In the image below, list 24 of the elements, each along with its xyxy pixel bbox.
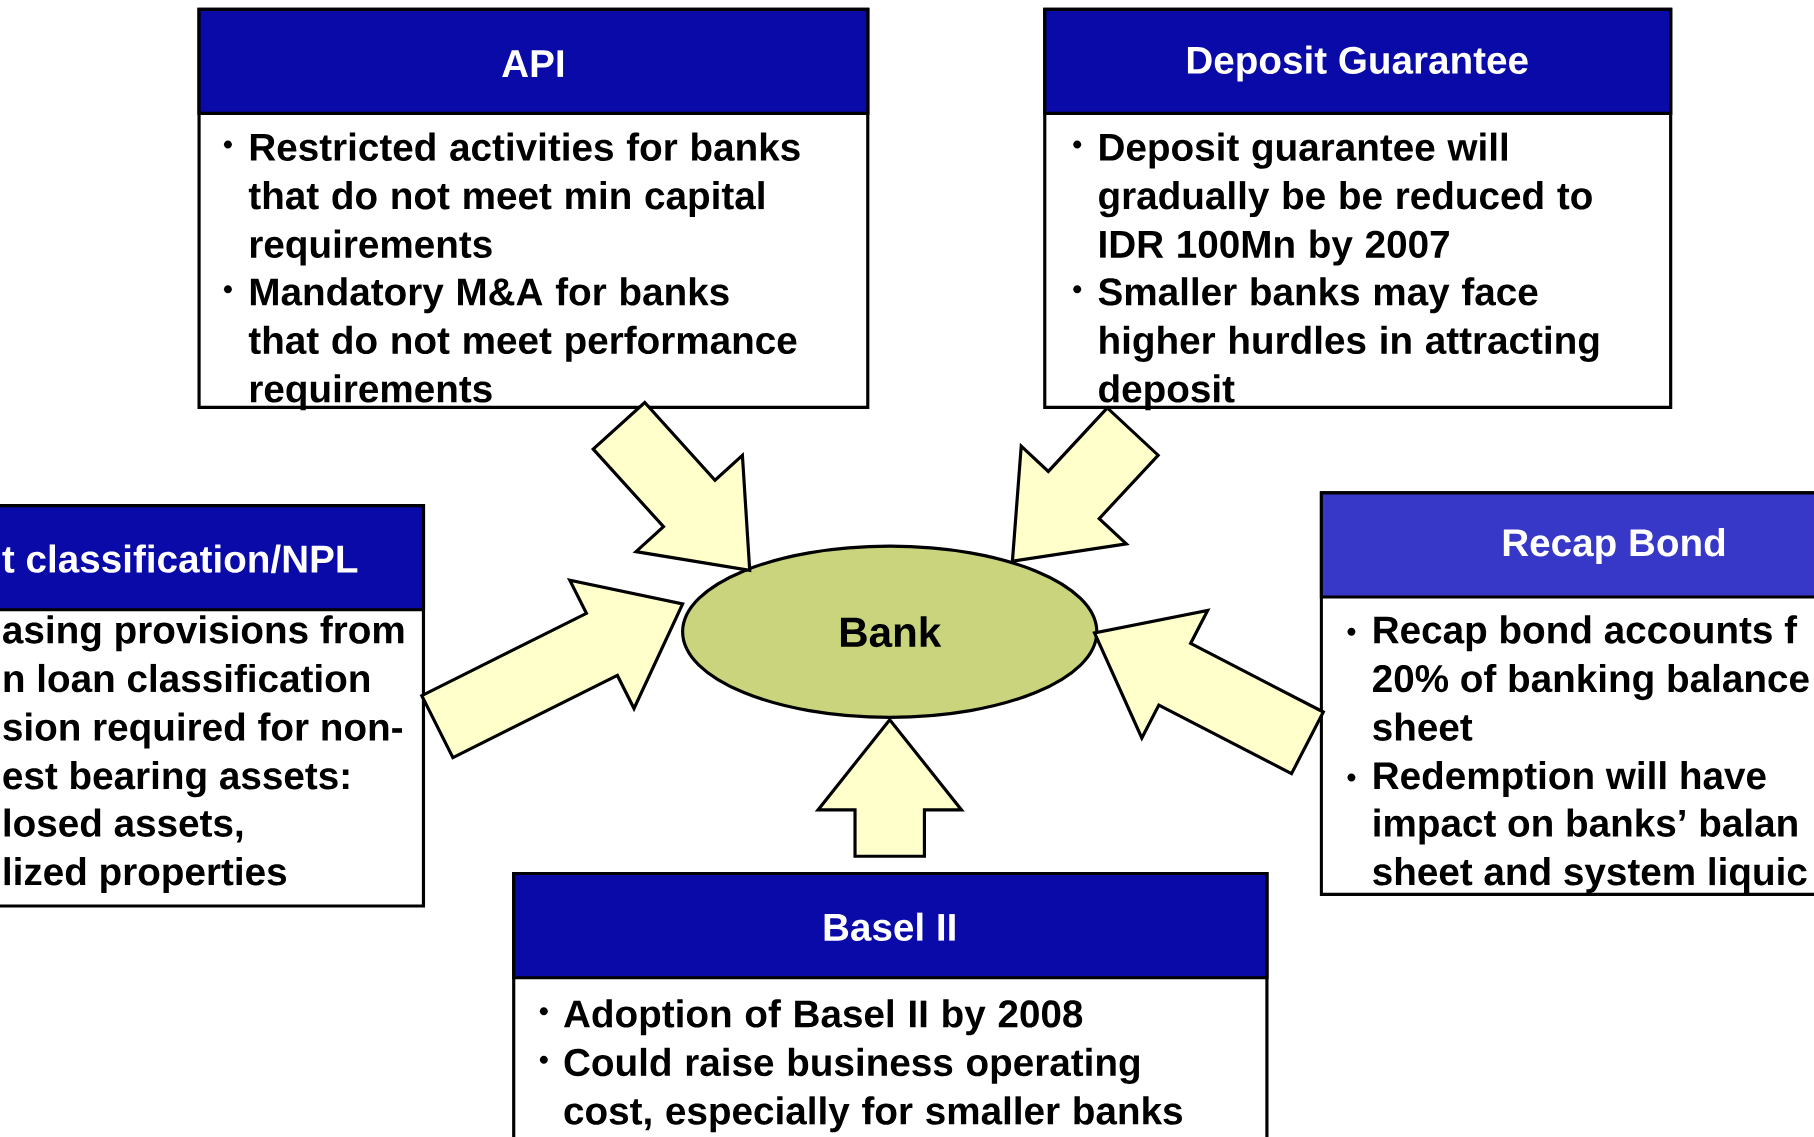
text-line: impact on banks’ balan (1374, 808, 1797, 845)
block-arrow (814, 717, 965, 858)
text-line: sheet and system liquic (1373, 857, 1807, 894)
bullet-item: Smaller banks may face higher hurdles in attracting deposit (1073, 277, 1599, 411)
box-header: API (197, 7, 870, 115)
box-header: Recap Bond (1319, 491, 1814, 599)
text-line: est bearing assets: (3, 761, 349, 798)
box-header: t classification/NPL (0, 504, 426, 612)
bullet-item: Mandatory M&A for banks that do not meet performance requirements (223, 277, 797, 411)
text-line: asing provisions from (3, 615, 404, 652)
text-line: lized properties (4, 857, 286, 894)
bullet-item: Redemption will have (1347, 761, 1766, 798)
text-line: losed assets, (4, 808, 243, 843)
box-header: Deposit Guarantee (1043, 7, 1673, 115)
text-line: sion required for non- (3, 712, 402, 749)
text-line: sheet (1373, 712, 1473, 741)
bullet-item: Adoption of Basel II by 2008 (539, 999, 1083, 1036)
box-header: Basel II (512, 871, 1269, 980)
bullet-item: Deposit guarantee will gradually be be reduced to IDR 100Mn by 2007 (1073, 132, 1592, 266)
text-line: n loan classification (4, 663, 370, 693)
bullet-item: Recap bond accounts f (1347, 615, 1798, 652)
bullet-item: Restricted activities for banks that do not meet min capital requirements (223, 132, 800, 266)
text-line: 20% of banking balance (1373, 663, 1809, 701)
bullet-item: Could raise business operating cost, especially for smaller banks (539, 1047, 1182, 1133)
